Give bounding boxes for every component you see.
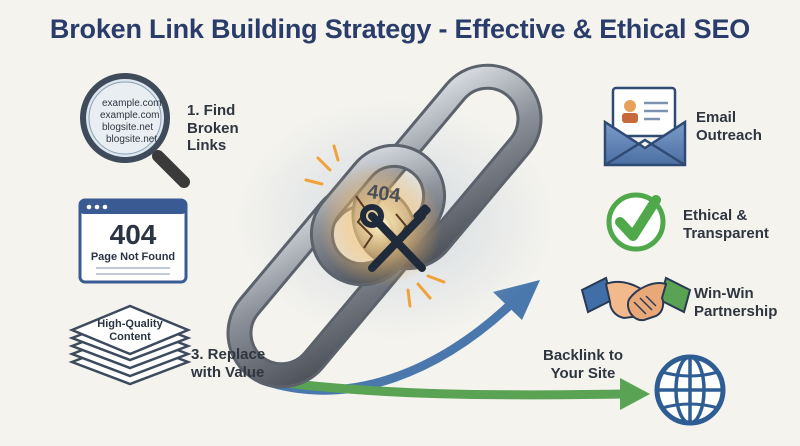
wrench-icon [360, 204, 431, 272]
email-icon [603, 86, 687, 167]
replace-with-value-label: 3. Replace with Value [191, 346, 266, 381]
error-text: Page Not Found [91, 251, 175, 263]
domain-line-2: example.com [100, 110, 159, 121]
email-outreach-label: Email Outreach [696, 109, 762, 144]
domain-line-4: blogsite.net [106, 134, 157, 145]
find-broken-links-label: 1. Find Broken Links [187, 102, 239, 155]
globe-icon [654, 354, 726, 426]
content-stack-icon [68, 304, 192, 386]
backlink-label: Backlink to Your Site [542, 347, 624, 382]
domain-line-3: blogsite.net [102, 122, 153, 133]
spark-effects [304, 144, 446, 308]
domain-line-1: example.com [102, 98, 161, 109]
page-title: Broken Link Building Strategy - Effectiv… [49, 14, 751, 44]
win-win-partnership-label: Win-Win Partnership [694, 285, 778, 320]
content-stack-line-1: High-Quality [97, 318, 163, 330]
content-stack-line-2: Content [109, 331, 151, 343]
magnifier-icon [80, 73, 190, 188]
error-page-icon [78, 198, 188, 284]
error-code: 404 [110, 219, 157, 250]
broken-chain-icon [226, 63, 555, 389]
green-right-arrow [261, 375, 650, 410]
handshake-icon [580, 276, 692, 322]
ethical-transparent-label: Ethical & Transparent [683, 207, 769, 242]
checkmark-icon [606, 192, 666, 252]
chain-code: 404 [366, 181, 403, 208]
